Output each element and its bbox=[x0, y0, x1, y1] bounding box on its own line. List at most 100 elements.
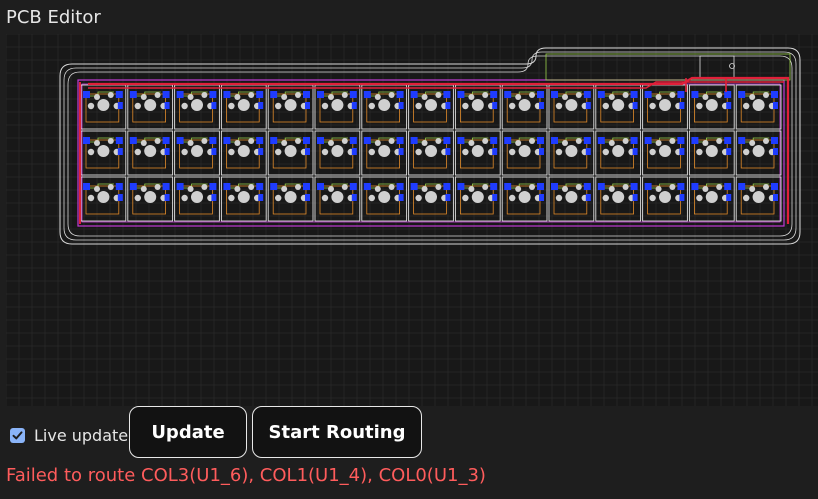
key-pad bbox=[228, 148, 235, 156]
key-courtyard bbox=[134, 183, 161, 189]
key-courtyard bbox=[509, 137, 536, 143]
key-via bbox=[773, 194, 778, 201]
key-via bbox=[457, 183, 465, 190]
key-via bbox=[738, 183, 746, 190]
key-via bbox=[490, 183, 498, 190]
key-center-hole bbox=[659, 191, 671, 203]
key-pad bbox=[201, 138, 208, 144]
key-via bbox=[492, 102, 498, 109]
key-outline bbox=[174, 176, 220, 222]
key-via bbox=[363, 183, 371, 190]
key-via bbox=[398, 148, 404, 155]
key-via bbox=[539, 194, 544, 201]
key-pad bbox=[509, 194, 516, 202]
key-courtyard bbox=[275, 183, 302, 189]
key-via bbox=[583, 137, 591, 144]
key-pad bbox=[555, 194, 563, 202]
key-pad bbox=[321, 194, 329, 202]
live-update-toggle[interactable]: Live update bbox=[10, 422, 128, 448]
key-outline bbox=[735, 176, 782, 222]
key-pad bbox=[201, 92, 208, 98]
page-title: PCB Editor bbox=[6, 7, 101, 28]
key-via bbox=[129, 183, 137, 190]
key-via bbox=[738, 137, 746, 144]
update-button[interactable]: Update bbox=[129, 406, 247, 458]
start-routing-button[interactable]: Start Routing bbox=[252, 406, 422, 458]
key-via bbox=[632, 102, 638, 109]
key-via bbox=[771, 183, 778, 190]
key-pad bbox=[341, 184, 348, 190]
key-courtyard bbox=[649, 137, 676, 143]
key-outline bbox=[127, 130, 174, 176]
key-via bbox=[396, 91, 404, 98]
key-pad bbox=[482, 184, 489, 190]
key-via bbox=[256, 137, 264, 144]
key-courtyard bbox=[322, 91, 348, 97]
key-pad bbox=[234, 94, 241, 100]
key-courtyard bbox=[181, 183, 208, 189]
key-via bbox=[551, 137, 558, 144]
key-via bbox=[83, 137, 90, 144]
key-pad bbox=[622, 138, 629, 144]
key-via bbox=[738, 91, 746, 98]
key-via bbox=[644, 183, 652, 190]
pcb-drawing[interactable] bbox=[6, 34, 818, 406]
key-via bbox=[679, 102, 685, 109]
key-pad bbox=[649, 148, 656, 156]
key-center-hole bbox=[752, 191, 765, 203]
key-pad bbox=[696, 194, 703, 202]
key-center-hole bbox=[518, 99, 531, 111]
key-outline bbox=[642, 130, 688, 176]
key-pad bbox=[602, 102, 609, 110]
key-outline bbox=[267, 176, 314, 222]
key-pad bbox=[234, 140, 241, 146]
key-pad bbox=[94, 94, 100, 100]
bottom-copper-frame bbox=[77, 79, 785, 227]
key-via bbox=[537, 91, 544, 98]
key-pad bbox=[655, 140, 662, 146]
key-pad bbox=[415, 102, 422, 110]
copper-trace bbox=[88, 76, 790, 224]
key-pad bbox=[575, 184, 582, 190]
key-pad bbox=[368, 102, 375, 110]
key-center-hole bbox=[97, 191, 110, 203]
key-pad bbox=[435, 92, 442, 98]
key-via bbox=[270, 137, 278, 144]
key-pad bbox=[187, 94, 194, 100]
key-via bbox=[691, 137, 699, 144]
key-pad bbox=[87, 148, 95, 156]
key-courtyard bbox=[368, 183, 395, 189]
key-via bbox=[303, 183, 310, 190]
live-update-checkbox[interactable] bbox=[10, 427, 25, 443]
key-center-hole bbox=[144, 145, 157, 157]
pcb-canvas[interactable] bbox=[6, 34, 818, 406]
key-pad bbox=[529, 184, 535, 190]
key-via bbox=[270, 91, 278, 98]
key-pad bbox=[228, 102, 235, 110]
key-pad bbox=[388, 92, 395, 98]
key-via bbox=[457, 137, 465, 144]
key-via bbox=[410, 183, 418, 190]
key-center-hole bbox=[191, 99, 203, 111]
copper-trace bbox=[88, 81, 784, 89]
key-courtyard bbox=[134, 91, 161, 97]
key-via bbox=[585, 148, 591, 155]
key-pad bbox=[107, 138, 114, 144]
live-update-label: Live update bbox=[34, 425, 129, 445]
key-pad bbox=[281, 94, 288, 100]
key-via bbox=[398, 102, 404, 109]
key-via bbox=[256, 91, 264, 98]
key-via bbox=[270, 183, 278, 190]
key-center-hole bbox=[191, 191, 203, 203]
key-outline bbox=[408, 130, 454, 176]
key-pad bbox=[743, 148, 750, 156]
key-via bbox=[162, 183, 170, 190]
key-outline bbox=[174, 130, 220, 176]
key-pad bbox=[468, 140, 475, 146]
key-center-hole bbox=[705, 191, 718, 203]
key-center-hole bbox=[237, 191, 250, 203]
key-pad bbox=[749, 186, 756, 192]
key-pad bbox=[669, 184, 676, 190]
key-pad bbox=[187, 140, 194, 146]
controller-mark bbox=[729, 63, 735, 69]
